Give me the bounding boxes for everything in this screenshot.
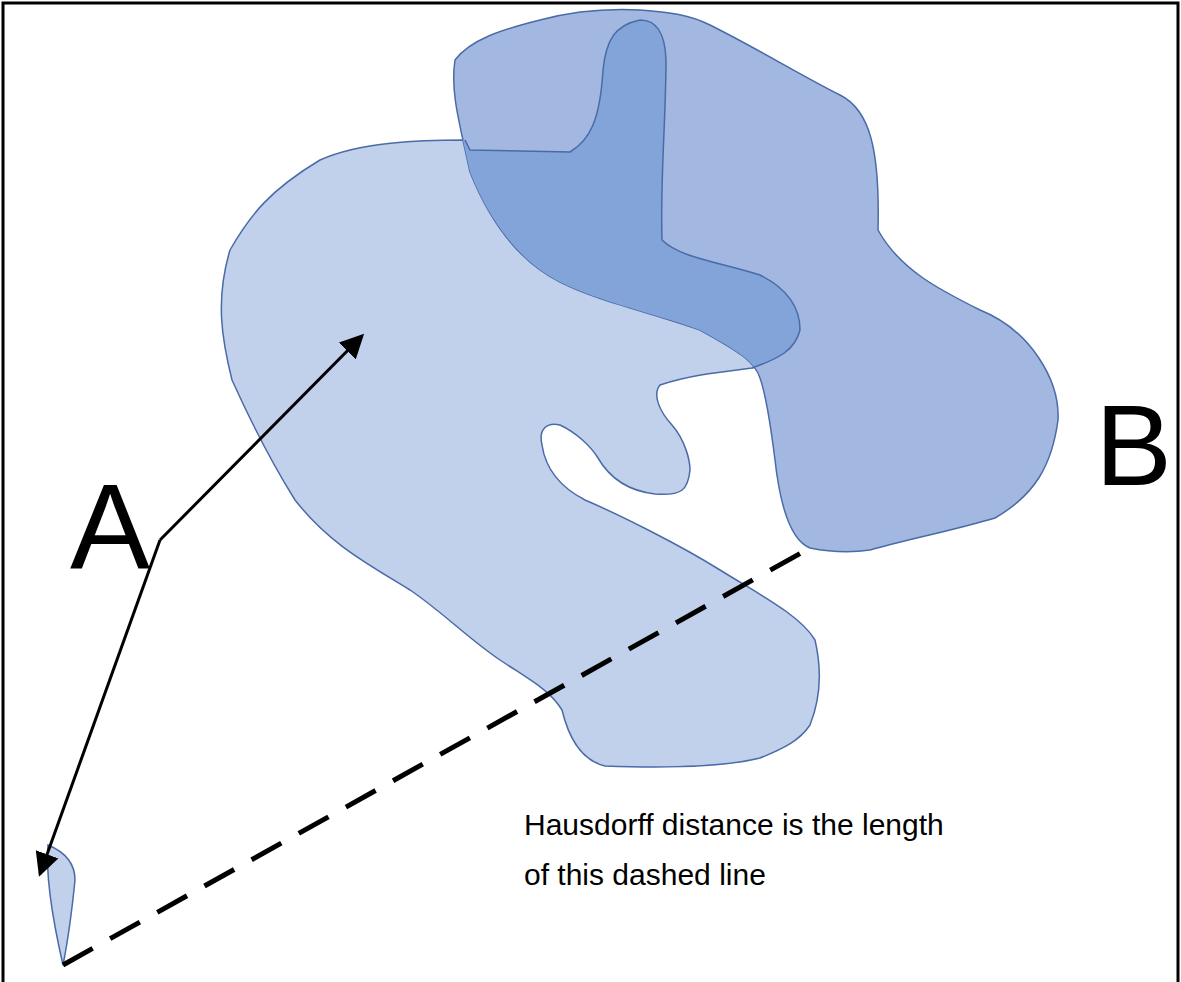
set-a-fragment xyxy=(47,845,75,965)
overlap-region xyxy=(454,9,1058,551)
pointer-arrow xyxy=(40,540,160,874)
set-label: A xyxy=(70,466,150,586)
hausdorff-dashed-line xyxy=(63,548,810,965)
set-label: B xyxy=(1095,388,1172,503)
set-a-outline xyxy=(465,20,800,368)
caption-note: Hausdorff distance is the length of this… xyxy=(524,800,944,900)
frame xyxy=(3,3,1178,982)
set-b-shape xyxy=(454,9,1058,551)
pointer-arrow xyxy=(160,336,362,540)
